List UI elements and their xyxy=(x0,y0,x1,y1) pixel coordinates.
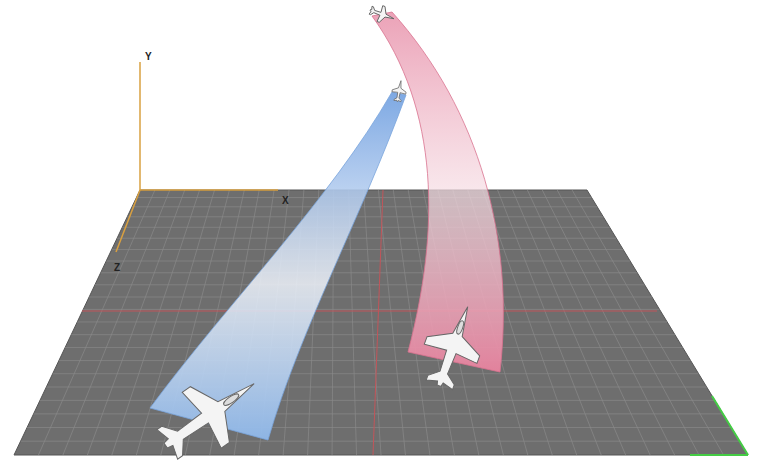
grid-line xyxy=(71,334,675,335)
grid-line xyxy=(498,190,602,455)
corner-mark xyxy=(712,396,748,455)
y-axis xyxy=(139,62,141,190)
grid-line xyxy=(378,190,405,455)
grid-line xyxy=(21,441,740,442)
grid-line xyxy=(106,261,630,262)
grid-line xyxy=(65,347,683,348)
grid-line xyxy=(46,387,706,388)
grid-line xyxy=(101,272,638,273)
grid-line xyxy=(34,413,723,414)
pink-trail xyxy=(372,12,503,372)
grid-line xyxy=(117,238,616,239)
grid-line xyxy=(95,284,645,285)
grid-line xyxy=(89,297,652,298)
corner-mark xyxy=(690,454,748,456)
grid-line xyxy=(127,216,603,217)
jet-icon xyxy=(146,356,273,471)
grid-line xyxy=(527,190,650,455)
grid-line xyxy=(542,190,674,455)
grid-line xyxy=(59,360,691,361)
jet-icon xyxy=(367,2,396,26)
axis-label: X xyxy=(282,196,289,206)
jet-icon xyxy=(413,297,494,395)
grid-line xyxy=(40,400,715,401)
jet-icon xyxy=(390,79,407,102)
grid-line xyxy=(83,309,659,310)
axis-label: Y xyxy=(145,52,152,62)
x-axis xyxy=(140,189,278,191)
z-axis xyxy=(116,190,140,252)
grid-line xyxy=(122,227,609,228)
grid-line xyxy=(27,427,731,428)
grid-line xyxy=(112,249,623,250)
ground-plane xyxy=(14,190,748,455)
grid-lines xyxy=(21,190,740,455)
grid-line xyxy=(572,190,723,455)
grid-line xyxy=(557,190,699,455)
axis-label: Z xyxy=(114,263,120,273)
grid-line xyxy=(132,206,597,207)
center-line xyxy=(82,311,657,312)
grid-line xyxy=(87,190,184,455)
grid-line xyxy=(77,321,667,322)
grid-line xyxy=(38,190,154,455)
grid-line xyxy=(63,190,170,455)
center-line xyxy=(373,190,383,455)
